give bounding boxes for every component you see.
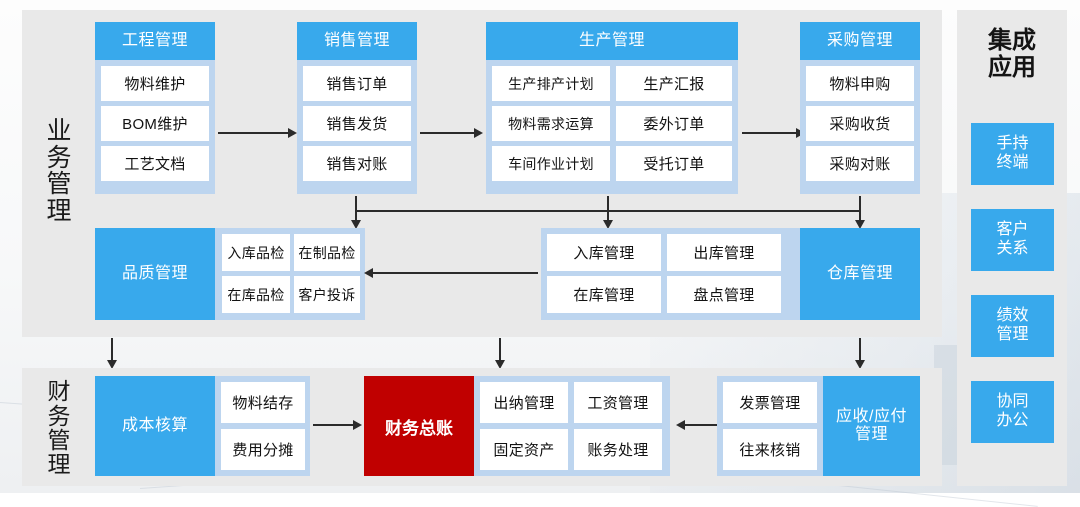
finance-label-char-3: 管: [47, 427, 71, 453]
card-warehouse-3[interactable]: 盘点管理: [667, 276, 781, 313]
card-purchase-0[interactable]: 物料申购: [806, 66, 914, 101]
arrow-warehouse-to-quality-line: [372, 272, 538, 274]
arrow-receivable-to-finance-ops-line: [684, 424, 717, 426]
group-sales: 销售管理 销售订单 销售发货 销售对账: [297, 22, 417, 194]
card-engineering-2[interactable]: 工艺文档: [101, 146, 209, 181]
group-production: 生产管理 生产排产计划 生产汇报 物料需求运算 委外订单 车间作业计划 受托订单: [486, 22, 738, 194]
business-label-char-3: 管: [46, 170, 72, 198]
business-panel-label: 业 务 管 理: [32, 96, 86, 246]
card-production-1[interactable]: 生产汇报: [616, 66, 732, 101]
drop-warehouse-to-receivable-head: [855, 360, 865, 369]
bus-drop-production: [607, 196, 609, 222]
group-engineering: 工程管理 物料维护 BOM维护 工艺文档: [95, 22, 215, 194]
group-warehouse: 仓库管理 入库管理 出库管理 在库管理 盘点管理: [541, 228, 920, 320]
group-quality-title: 品质管理: [95, 228, 215, 320]
drop-quality-to-cost: [111, 338, 113, 364]
bus-drop-sales: [355, 196, 357, 222]
arrow-receivable-to-finance-ops-head: [676, 420, 685, 430]
group-sales-title: 销售管理: [297, 22, 417, 60]
card-cost-1[interactable]: 费用分摊: [221, 429, 305, 470]
card-warehouse-0[interactable]: 入库管理: [547, 234, 661, 271]
card-finance-ops-1[interactable]: 工资管理: [574, 382, 662, 423]
arrow-cost-to-ledger-head: [353, 420, 362, 430]
card-finance-ops-3[interactable]: 账务处理: [574, 429, 662, 470]
card-finance-ops-2[interactable]: 固定资产: [480, 429, 568, 470]
drop-warehouse-to-receivable: [859, 338, 861, 364]
card-quality-2[interactable]: 在库品检: [222, 276, 290, 313]
card-quality-3[interactable]: 客户投诉: [294, 276, 360, 313]
group-warehouse-title: 仓库管理: [800, 228, 920, 320]
card-receivable-1[interactable]: 往来核销: [723, 429, 817, 470]
drop-warehouse-to-ledger: [499, 338, 501, 364]
card-engineering-1[interactable]: BOM维护: [101, 106, 209, 141]
bus-drop-purchase-head: [855, 220, 865, 229]
card-quality-0[interactable]: 入库品检: [222, 234, 290, 271]
finance-label-char-4: 理: [47, 451, 71, 478]
finance-label-char-1: 财: [47, 378, 71, 405]
card-production-3[interactable]: 委外订单: [616, 106, 732, 141]
sidebar-item-customer-relationship[interactable]: 客户关系: [971, 209, 1054, 271]
sidebar-item-performance-management[interactable]: 绩效管理: [971, 295, 1054, 357]
ledger-box[interactable]: 财务总账: [364, 376, 474, 476]
arrow-engineering-to-sales-head: [288, 128, 297, 138]
arrow-cost-to-ledger-line: [313, 424, 355, 426]
arrow-sales-to-production-head: [474, 128, 483, 138]
integrated-apps-title: 集成应用: [988, 27, 1036, 81]
group-receivable-title: 应收/应付管理: [823, 376, 920, 476]
finance-label-char-2: 务: [47, 402, 71, 429]
group-cost: 成本核算 物料结存 费用分摊: [95, 376, 310, 476]
card-sales-1[interactable]: 销售发货: [303, 106, 411, 141]
sidebar-item-handheld-terminal[interactable]: 手持终端: [971, 123, 1054, 185]
group-finance-ops: 出纳管理 工资管理 固定资产 账务处理: [474, 376, 670, 476]
card-sales-2[interactable]: 销售对账: [303, 146, 411, 181]
card-production-4[interactable]: 车间作业计划: [492, 146, 610, 181]
card-purchase-1[interactable]: 采购收货: [806, 106, 914, 141]
card-production-2[interactable]: 物料需求运算: [492, 106, 610, 141]
group-quality: 品质管理 入库品检 在制品检 在库品检 客户投诉: [95, 228, 365, 320]
bus-drop-production-head: [603, 220, 613, 229]
drop-warehouse-to-ledger-head: [495, 360, 505, 369]
arrow-production-to-purchase-line: [742, 132, 798, 134]
card-engineering-0[interactable]: 物料维护: [101, 66, 209, 101]
card-production-5[interactable]: 受托订单: [616, 146, 732, 181]
group-cost-title: 成本核算: [95, 376, 215, 476]
card-warehouse-1[interactable]: 出库管理: [667, 234, 781, 271]
arrow-engineering-to-sales-line: [218, 132, 290, 134]
card-sales-0[interactable]: 销售订单: [303, 66, 411, 101]
arrow-warehouse-to-quality-head: [364, 268, 373, 278]
group-receivable: 发票管理 往来核销 应收/应付管理: [717, 376, 920, 476]
sidebar-item-collaborative-office[interactable]: 协同办公: [971, 381, 1054, 443]
business-label-char-2: 务: [46, 143, 72, 172]
bus-drop-purchase: [859, 196, 861, 222]
drop-quality-to-cost-head: [107, 360, 117, 369]
group-engineering-title: 工程管理: [95, 22, 215, 60]
bus-drop-sales-head: [351, 220, 361, 229]
card-cost-0[interactable]: 物料结存: [221, 382, 305, 423]
group-production-title: 生产管理: [486, 22, 738, 60]
card-quality-1[interactable]: 在制品检: [294, 234, 360, 271]
card-purchase-2[interactable]: 采购对账: [806, 146, 914, 181]
card-production-0[interactable]: 生产排产计划: [492, 66, 610, 101]
finance-panel-label: 财 务 管 理: [32, 374, 86, 482]
business-label-char-4: 理: [46, 196, 72, 225]
card-finance-ops-0[interactable]: 出纳管理: [480, 382, 568, 423]
arrow-sales-to-production-line: [420, 132, 476, 134]
card-warehouse-2[interactable]: 在库管理: [547, 276, 661, 313]
group-purchase: 采购管理 物料申购 采购收货 采购对账: [800, 22, 920, 194]
business-label-char-1: 业: [46, 117, 72, 145]
card-receivable-0[interactable]: 发票管理: [723, 382, 817, 423]
group-purchase-title: 采购管理: [800, 22, 920, 60]
